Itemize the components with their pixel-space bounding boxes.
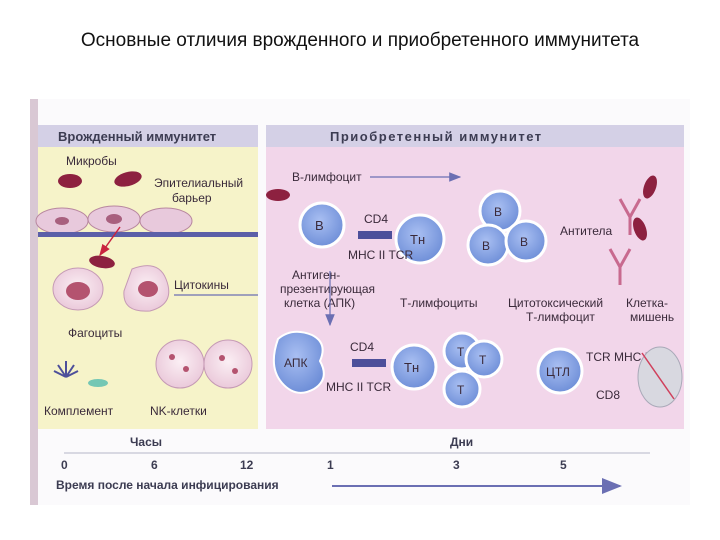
target-label-2: мишень: [630, 310, 674, 324]
svg-text:В: В: [315, 218, 324, 233]
apc-label-3: клетка (АПК): [284, 296, 355, 310]
antibodies-label: Антитела: [560, 224, 612, 238]
tick-days-1: 1: [327, 458, 334, 472]
svg-text:ЦТЛ: ЦТЛ: [546, 365, 570, 379]
th-cell: Тн: [394, 213, 446, 265]
svg-text:В: В: [482, 239, 490, 253]
svg-text:Тн: Тн: [404, 360, 419, 375]
svg-text:В: В: [494, 205, 502, 219]
immunity-figure: Врожденный иммунитет Приобретенный иммун…: [30, 99, 690, 505]
tick-hours-0: 0: [61, 458, 68, 472]
svg-text:АПК: АПК: [284, 356, 307, 370]
cd4-label-top: CD4: [364, 212, 388, 226]
apc-cell: АПК: [272, 330, 325, 394]
complement-label: Комплемент: [44, 404, 114, 418]
microbe-icon: [266, 175, 657, 241]
tick-hours-6: 6: [151, 458, 158, 472]
cytotoxic-label-2: Т-лимфоцит: [526, 310, 595, 324]
complement-icon: [53, 361, 108, 387]
mhc2-tcr-label-top: МНС II TCR: [348, 248, 413, 262]
cytokines-label: Цитокины: [174, 278, 229, 292]
epithelial-barrier: [35, 205, 258, 237]
apc-label-2: презентирующая: [280, 282, 375, 296]
b-cell-cluster: В В В: [466, 189, 548, 267]
days-label: Дни: [450, 435, 473, 449]
microbes-label: Микробы: [66, 154, 117, 168]
th-cell: Тн: [390, 343, 438, 391]
tick-days-3: 3: [453, 458, 460, 472]
slide-title: Основные отличия врожденного и приобрете…: [80, 30, 640, 51]
innate-header: Врожденный иммунитет: [58, 129, 216, 144]
mhc2-tcr-label-bottom: МНС II TCR: [326, 380, 391, 394]
nk-cells-label: NK-клетки: [150, 404, 207, 418]
svg-text:Тн: Тн: [410, 232, 425, 247]
adaptive-header-bar: [266, 125, 684, 147]
epithelial-label-2: барьер: [172, 191, 212, 205]
t-cell-cluster: Т Т Т: [442, 331, 504, 409]
target-cell: [637, 346, 683, 408]
timeline-caption: Время после начала инфицирования: [56, 478, 279, 492]
svg-text:Т: Т: [479, 353, 487, 367]
tcr-mhc1-label: TCR МНС I: [586, 350, 648, 364]
target-label-1: Клетка-: [626, 296, 668, 310]
hours-label: Часы: [130, 435, 162, 449]
apc-label-1: Антиген-: [292, 268, 340, 282]
svg-text:Т: Т: [457, 383, 465, 397]
adaptive-header: Приобретенный иммунитет: [330, 129, 543, 144]
antibody-icon: [608, 198, 642, 285]
svg-text:Т: Т: [457, 345, 465, 359]
ctl-cell: ЦТЛ: [536, 347, 584, 395]
b-cell: В: [298, 201, 346, 249]
b-lymphocyte-label: В-лимфоцит: [292, 170, 362, 184]
phagocyte-icon: [52, 265, 170, 312]
innate-header-bar: [38, 125, 258, 147]
cytotoxic-label-1: Цитотоксический: [508, 296, 603, 310]
cd4-label-bottom: CD4: [350, 340, 374, 354]
cd8-label: CD8: [596, 388, 620, 402]
tick-days-5: 5: [560, 458, 567, 472]
epithelial-label-1: Эпителиальный: [154, 176, 243, 190]
phagocytes-label: Фагоциты: [68, 326, 122, 340]
svg-text:В: В: [520, 235, 528, 249]
tick-hours-12: 12: [240, 458, 254, 472]
microbe-icon: [58, 171, 142, 269]
t-lymphocytes-label: Т-лимфоциты: [400, 296, 478, 310]
nk-cell-icon: [155, 339, 253, 389]
